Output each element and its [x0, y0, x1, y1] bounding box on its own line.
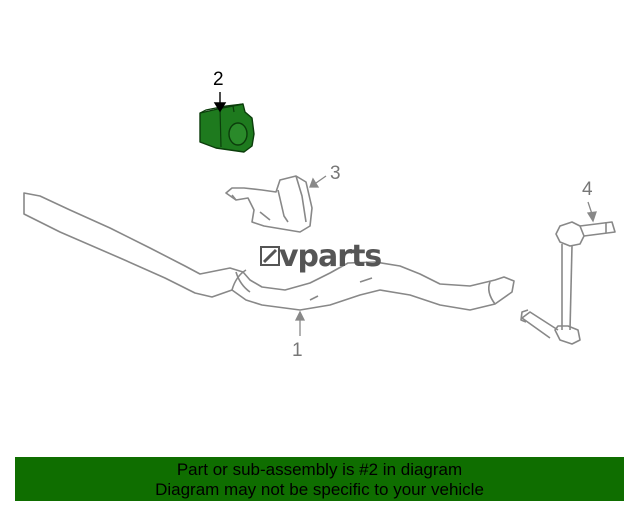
stabilizer-link-part[interactable] — [520, 221, 616, 345]
leader-line-part-2 — [213, 92, 227, 113]
info-banner: Part or sub-assembly is #2 in diagram Di… — [15, 457, 624, 501]
callout-4: 4 — [582, 179, 593, 200]
stabilizer-bushing-part[interactable] — [199, 103, 255, 153]
banner-line-1: Part or sub-assembly is #2 in diagram — [176, 460, 463, 479]
callout-1: 1 — [292, 340, 303, 361]
watermark-text: vparts — [279, 239, 381, 274]
vparts-logo: vparts — [260, 239, 382, 274]
bushing-bracket-part[interactable] — [225, 175, 313, 233]
banner-line-2: Diagram may not be specific to your vehi… — [155, 480, 484, 499]
stabilizer-bar-part[interactable] — [23, 192, 515, 311]
leader-lines — [294, 175, 597, 336]
callout-2: 2 — [213, 69, 224, 90]
callout-3: 3 — [330, 163, 341, 184]
